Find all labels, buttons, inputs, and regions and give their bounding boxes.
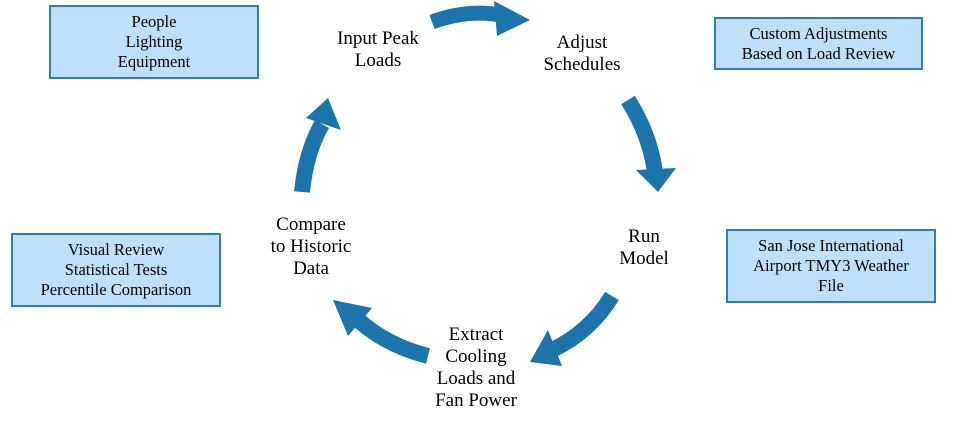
note-weather-file: San Jose International Airport TMY3 Weat… [726,229,936,303]
step-text: to Historic [270,236,352,257]
note-text: File [818,276,844,295]
note-custom-adjustments: Custom Adjustments Based on Load Review [714,17,923,70]
note-text: San Jose International [758,236,904,255]
step-text: Model [619,248,669,269]
note-text: Visual Review [67,240,165,259]
step-text: Compare [276,214,346,235]
arrow-compare-to-input [294,98,341,193]
note-text: Airport TMY3 Weather [753,256,909,275]
step-input-peak-loads: Input Peak Loads [337,28,419,72]
step-text: Extract [448,324,504,345]
note-text: Statistical Tests [64,260,168,279]
note-text: Lighting [125,32,183,51]
step-text: Loads [354,50,402,71]
arrow-extract-to-compare [333,300,431,364]
arrow-input-to-adjust [429,1,530,36]
note-text: Equipment [117,52,191,71]
note-visual-review: Visual Review Statistical Tests Percenti… [11,233,221,307]
step-text: Input Peak [337,28,419,49]
step-text: Loads and [436,368,516,389]
note-text: Custom Adjustments [749,23,888,43]
step-text: Adjust [556,32,608,53]
arrow-run-to-extract [530,291,619,366]
step-text: Schedules [543,54,621,75]
note-text: Percentile Comparison [40,280,192,299]
note-people-lighting-equipment: People Lighting Equipment [49,5,259,79]
step-extract-cooling: Extract Cooling Loads and Fan Power [435,324,517,412]
note-text: People [131,12,177,31]
step-text: Run [628,226,660,247]
note-text: Based on Load Review [741,43,896,63]
step-text: Cooling [445,346,507,367]
step-text: Data [293,258,329,279]
step-text: Fan Power [435,390,517,411]
step-run-model: Run Model [619,226,669,270]
step-compare-historic: Compare to Historic Data [271,214,352,280]
arrow-adjust-to-run [621,95,676,192]
step-adjust-schedules: Adjust Schedules [543,32,620,76]
